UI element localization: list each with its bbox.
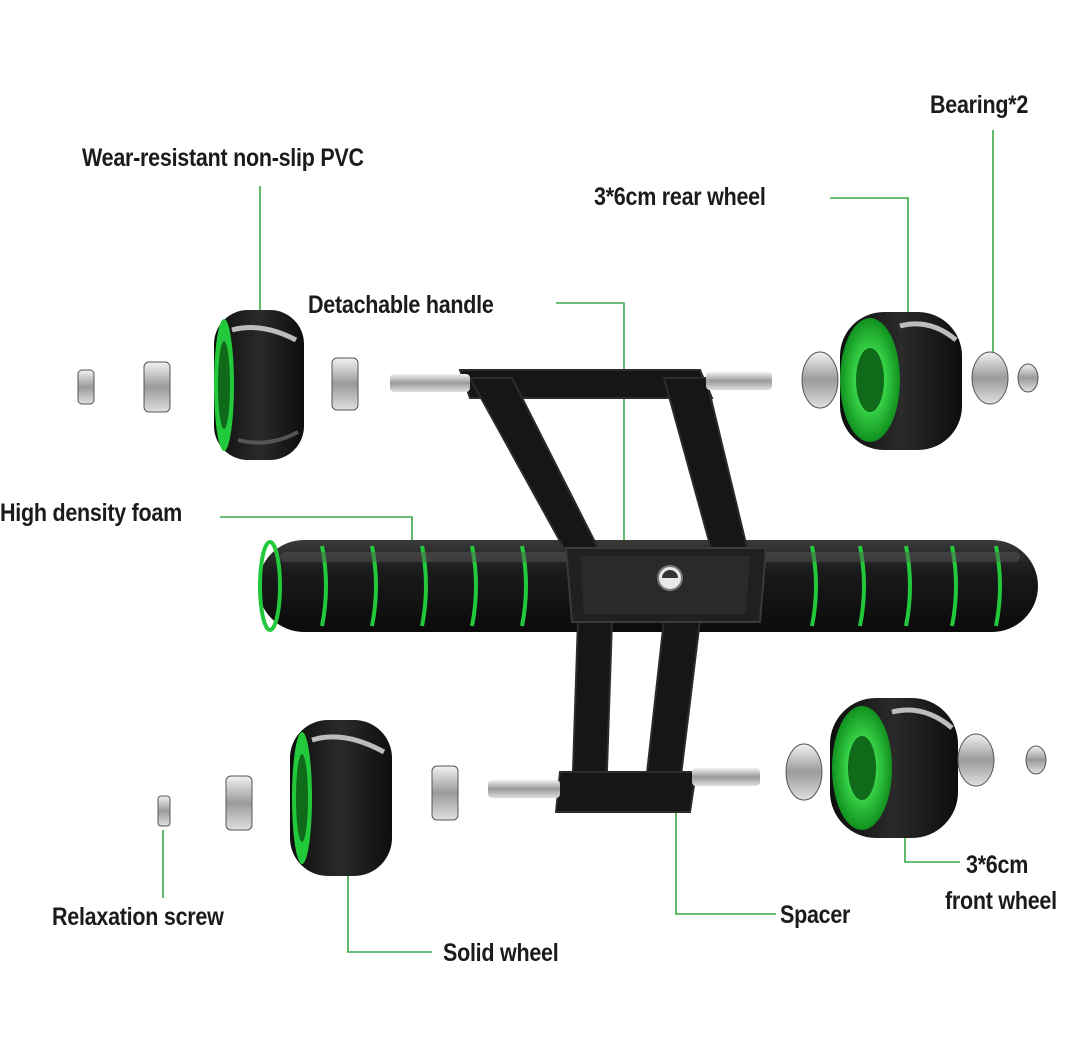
handle-frame (458, 369, 750, 813)
handle-leader (556, 302, 625, 575)
grip-rings (258, 540, 1002, 632)
top-left-wheel (214, 310, 304, 460)
spacer-label: Spacer (780, 901, 851, 929)
front-wheel-shape (830, 698, 958, 838)
screw-label: Relaxation screw (52, 903, 224, 931)
center-housing (564, 547, 768, 623)
bottom-right-parts (785, 698, 1047, 838)
leader-lines (162, 130, 994, 953)
front-wheel-label-size: 3*6cm (966, 851, 1029, 879)
front-wheel-label-name: front wheel (945, 887, 1057, 915)
solid-wheel-shape (290, 720, 392, 876)
bearing-label: Bearing*2 (930, 91, 1029, 119)
foam-label: High density foam (0, 499, 182, 527)
solid-wheel-leader (347, 870, 432, 953)
top-right-parts (801, 312, 1039, 450)
spacer-leader (675, 800, 776, 915)
rear-wheel (840, 312, 962, 450)
pvc-label: Wear-resistant non-slip PVC (82, 144, 364, 172)
top-left-parts (77, 310, 359, 460)
solid-wheel-label: Solid wheel (443, 939, 559, 967)
bottom-left-parts (157, 720, 459, 876)
handle-label: Detachable handle (308, 291, 494, 319)
rear-wheel-leader (830, 197, 909, 316)
rear-wheel-label: 3*6cm rear wheel (594, 183, 766, 211)
axles (390, 372, 772, 798)
front-wheel-leader (904, 836, 960, 863)
